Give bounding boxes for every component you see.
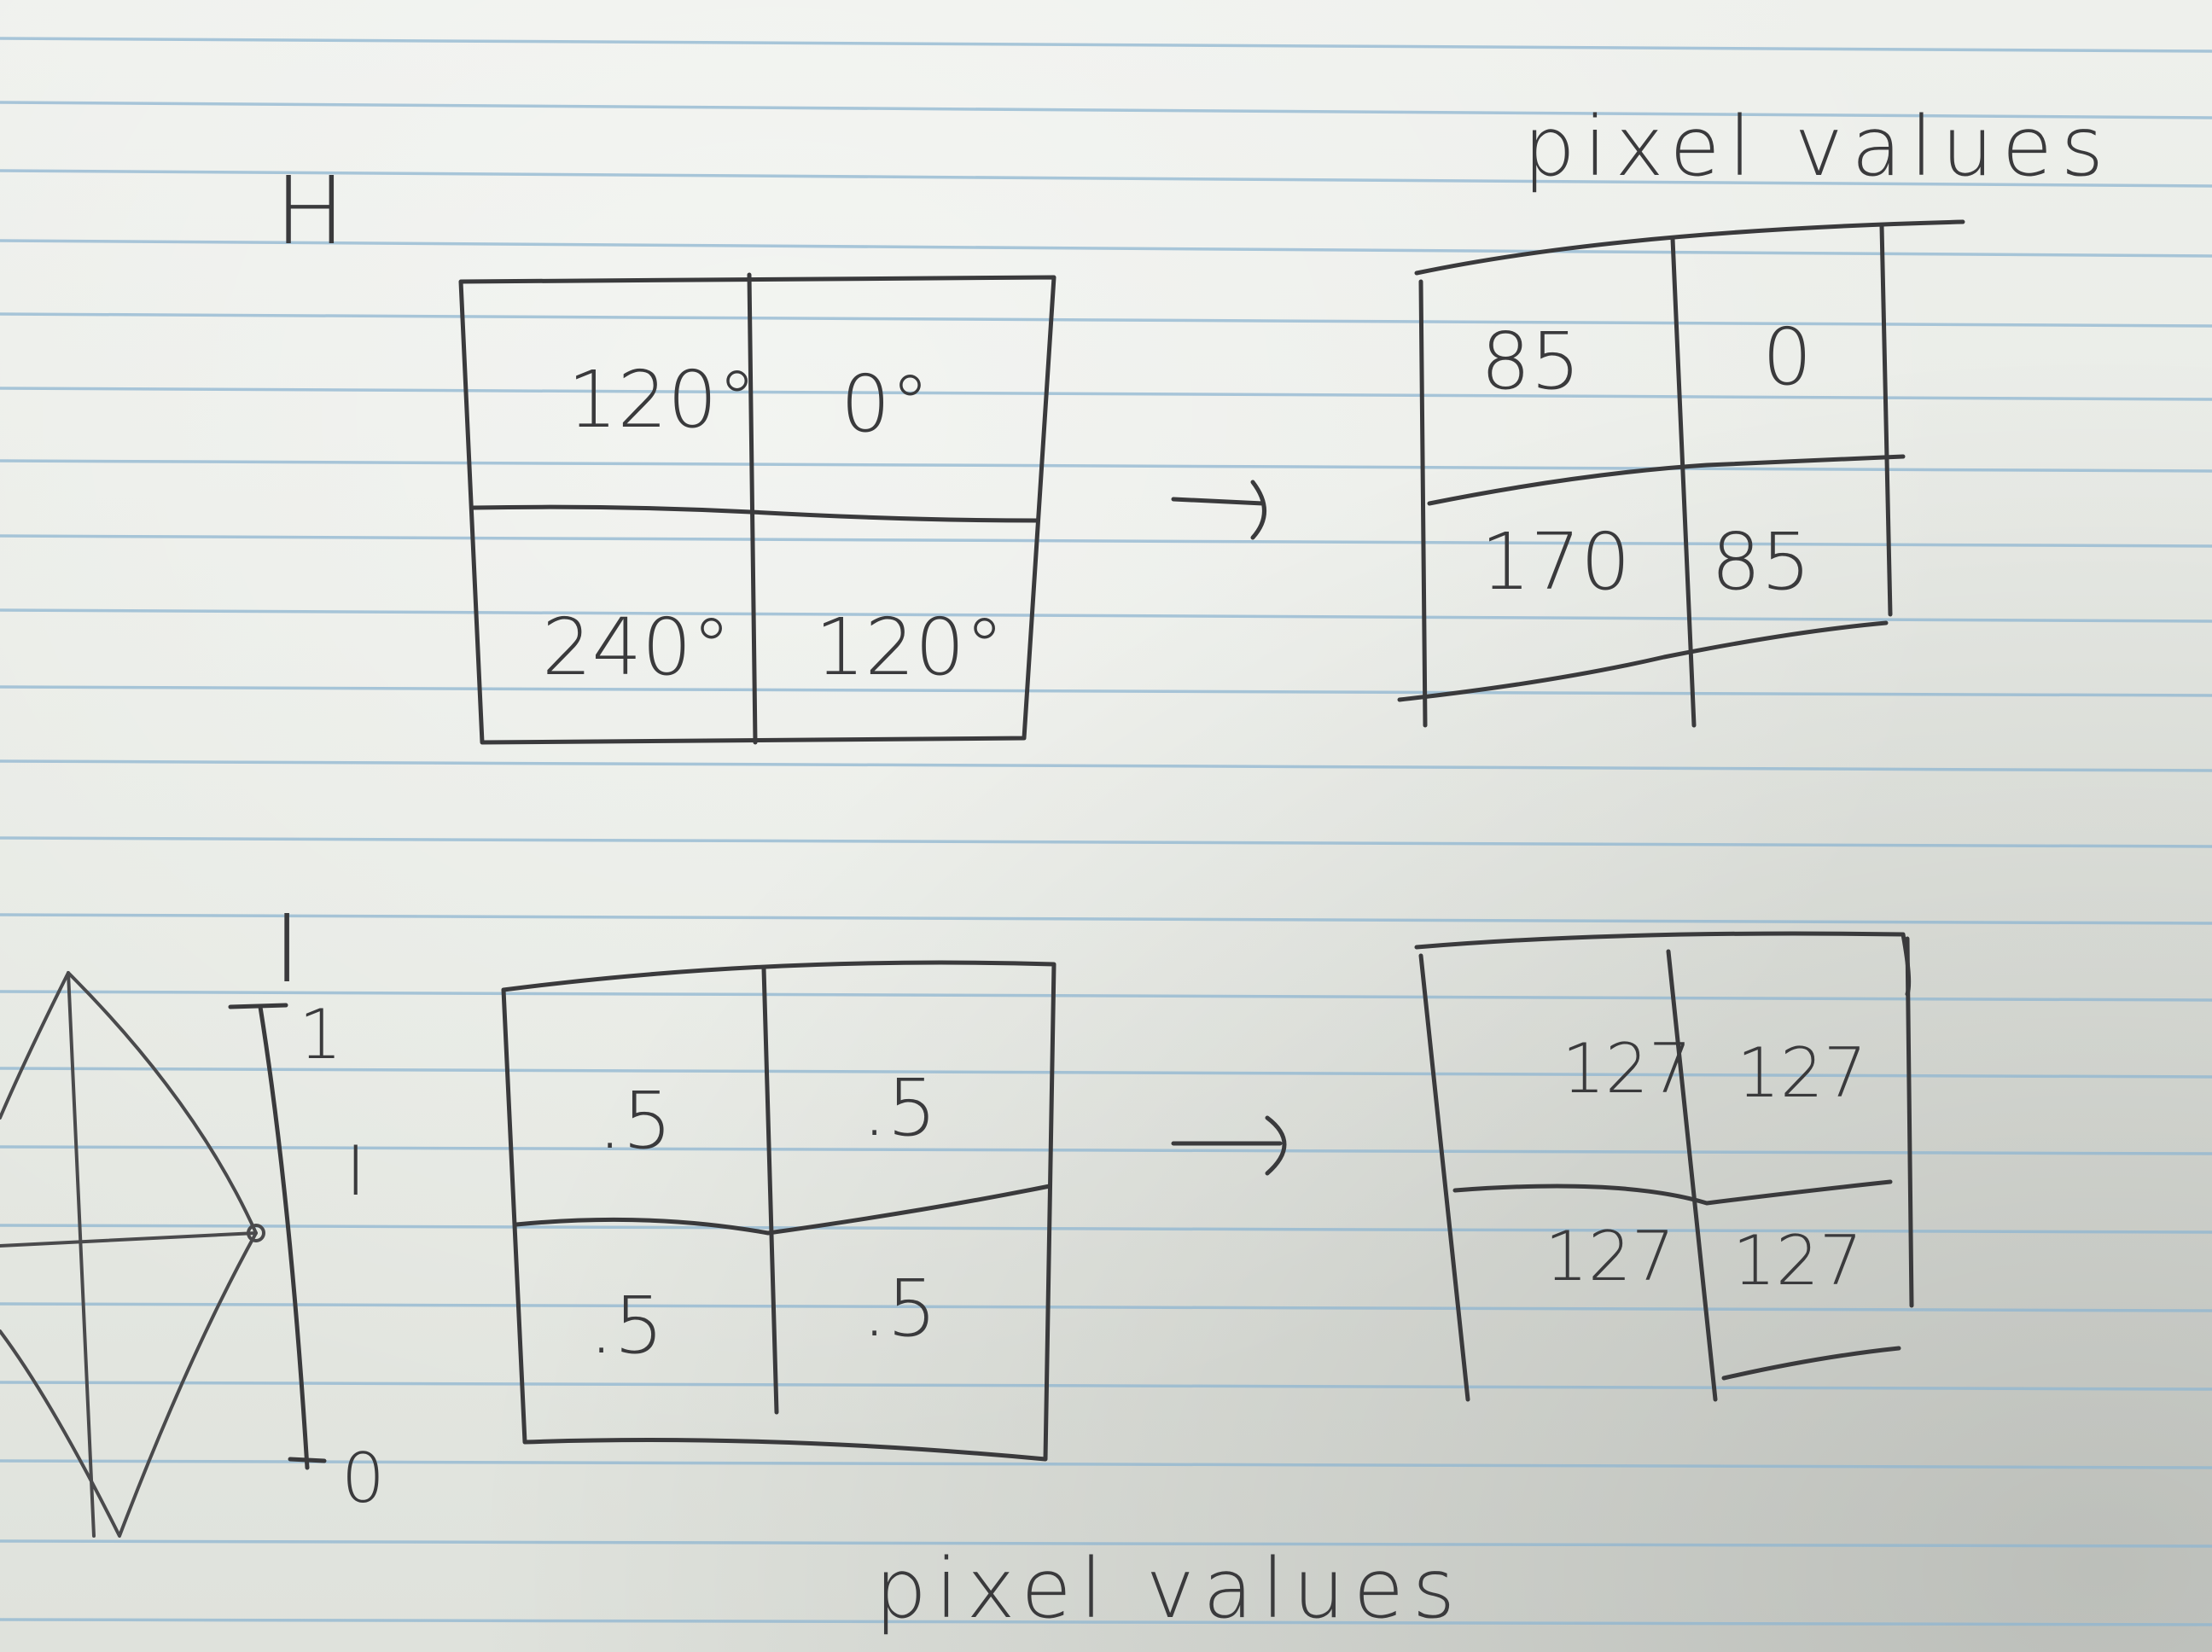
h-pixel-cell-1: 85 [1481, 316, 1580, 407]
i-intensity-grid: .5 .5 .5 .5 [501, 960, 1057, 1462]
i-scale-top: 1 [299, 995, 342, 1074]
cone-sketch [0, 971, 265, 1538]
i-scale-bottom: 0 [341, 1439, 385, 1518]
arrow-top [1171, 480, 1266, 540]
i-caption: pixel values [875, 1541, 1464, 1637]
i-pixel-cell-4: 127 [1732, 1221, 1863, 1300]
i-scale-bar [228, 1003, 327, 1470]
i-pixel-cell-2: 127 [1737, 1033, 1867, 1113]
h-pixel-cell-2: 0 [1762, 311, 1813, 403]
ruled-lines [0, 37, 2212, 1626]
i-pixel-cell-3: 127 [1545, 1217, 1675, 1296]
h-pixel-grid: 85 0 170 85 [1397, 219, 1965, 728]
i-cell-1: .5 [597, 1075, 672, 1166]
i-cell-3: .5 [589, 1280, 664, 1371]
i-pixel-grid: 127 127 127 127 [1414, 931, 1914, 1402]
h-caption: pixel values [1523, 99, 2112, 195]
i-pixel-cell-1: 127 [1562, 1029, 1692, 1108]
h-pixel-cell-3: 170 [1481, 516, 1631, 608]
h-degree-grid: 120° 0° 240° 120° [458, 272, 1057, 745]
i-cell-2: .5 [862, 1062, 937, 1154]
h-cell-4: 120° [815, 602, 1004, 693]
h-label: H [275, 156, 346, 265]
h-cell-3: 240° [542, 602, 731, 693]
i-label: I [273, 894, 300, 1003]
h-cell-1: 120° [568, 354, 757, 445]
arrow-bottom [1171, 1115, 1287, 1176]
i-cell-4: .5 [862, 1263, 937, 1354]
h-pixel-cell-4: 85 [1711, 516, 1811, 608]
h-cell-2: 0° [841, 358, 930, 450]
i-scale-mid: I [346, 1131, 366, 1211]
